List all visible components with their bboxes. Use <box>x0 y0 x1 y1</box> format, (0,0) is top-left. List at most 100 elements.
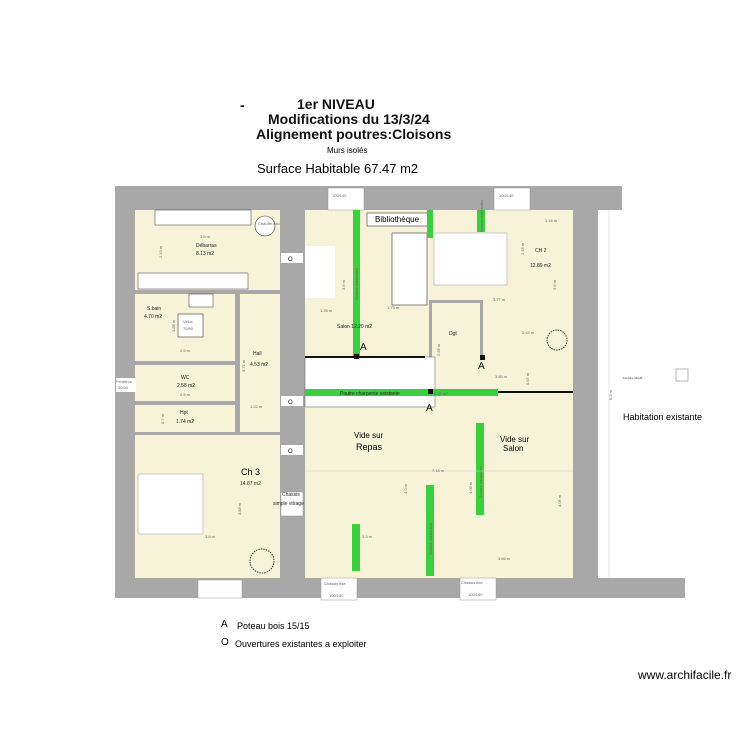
dgt-dim-h: 2.56 m <box>436 343 441 356</box>
post-2 <box>480 355 485 360</box>
vide-repas-line1: Vide sur <box>354 431 384 440</box>
bed-ch2 <box>433 232 508 286</box>
insulation-note: Murs isolés <box>327 146 368 155</box>
solive-1 <box>353 210 360 357</box>
legend-opening-symbol: O <box>221 637 229 648</box>
salon-dim-h: 3.6 m <box>341 279 346 290</box>
salon-dim-w1: 1.26 m <box>320 308 333 313</box>
sdb-dim-w: 2.5 m <box>180 348 191 353</box>
window-bottom-1[interactable] <box>320 577 358 601</box>
solive-3 <box>477 210 485 232</box>
partition-ch2-h <box>429 300 481 303</box>
habitation-existante: Habitation existante <box>623 412 702 422</box>
window-ch3-bottom[interactable] <box>197 579 243 599</box>
poutre-label: Poutre charpente existante <box>340 391 400 397</box>
opening-mark: O <box>288 400 293 406</box>
legend-post-text: Poteau bois 15/15 <box>237 621 310 631</box>
sofa <box>391 232 428 306</box>
solive-6 <box>352 524 360 571</box>
sdb-dim-h: 1.88 m <box>171 319 176 332</box>
velux-size: 70/90 <box>183 326 194 331</box>
chassis-line2: simple vitrage <box>273 501 304 507</box>
title-modifications: Modifications du 13/3/24 <box>268 111 430 127</box>
hall-name: Hall <box>253 351 262 357</box>
solive-2 <box>427 210 433 238</box>
dgt-area-mark: 6.67 m² <box>434 391 448 396</box>
floor-wc <box>135 365 235 401</box>
ch2-dim-w: 3.77 m <box>493 297 506 302</box>
ch3-dim-w: 3.8 m <box>205 534 216 539</box>
window-top-1-size: 100/140 <box>332 193 347 198</box>
fenestron-name: Fenêtron <box>116 379 132 384</box>
debarras-dim-w: 3.8 m <box>200 234 211 239</box>
plant-ch3 <box>249 548 275 574</box>
title-level: 1er NIVEAU <box>297 96 375 112</box>
window-top-2[interactable] <box>493 187 531 211</box>
sdb-name: S.bain <box>147 306 161 312</box>
hpt-dim-h: 0.7 m <box>160 413 165 424</box>
fenestron-size: 30/30 <box>118 385 129 390</box>
hall-area: 4.53 m2 <box>250 362 268 368</box>
opening-1[interactable] <box>281 253 303 263</box>
chassis-window[interactable] <box>280 491 304 517</box>
hpt-name: Hpt <box>180 410 188 416</box>
water-heater-label: Chauffe eau <box>258 221 280 226</box>
ch3-area: 14.87 m2 <box>240 481 261 487</box>
wc-dim-w: 2.5 m <box>180 392 191 397</box>
debarras-name: Débarras <box>196 243 217 249</box>
wall-ext-bottom-right <box>590 578 685 598</box>
window-top-1[interactable] <box>327 187 365 211</box>
debarras-area: 8.13 m2 <box>196 251 214 257</box>
dim-366: 3.66 m <box>498 556 511 561</box>
hall-dim-h: 3.71 m <box>241 359 246 372</box>
ch3-name: Ch 3 <box>241 467 260 477</box>
vide-repas-line2: Repas <box>356 442 383 452</box>
vide-salon-line1: Vide sur <box>500 435 530 444</box>
poutre <box>305 389 498 396</box>
post-1 <box>354 354 359 359</box>
window-bottom-2-size: 100/160 <box>468 592 483 597</box>
dim-h3: 4.06 m <box>557 494 562 507</box>
opening-2[interactable] <box>281 396 303 406</box>
debarras-dim-h: 2.13 m <box>158 245 163 258</box>
hpt-area: 1.74 m2 <box>176 419 194 425</box>
post-mark: A <box>478 361 485 372</box>
website-watermark: www.archifacile.fr <box>638 668 732 682</box>
desk <box>305 246 335 298</box>
dim-h1: 4.0 m <box>403 483 408 494</box>
dgt-dim-w2: 3.85 m <box>495 374 508 379</box>
wc-area: 2.58 m2 <box>177 383 195 389</box>
plant-ch2 <box>546 329 568 351</box>
salon-name: Salon 12.20 m2 <box>337 324 372 330</box>
staircase <box>304 356 436 408</box>
legend-opening-text: Ouvertures existantes a exploiter <box>235 639 367 649</box>
solive-5 <box>426 485 434 576</box>
chassis-line1: Chassis <box>282 492 300 498</box>
hall-dim-w: 1.22 m <box>250 404 263 409</box>
window-top-2-size: 100/140 <box>499 193 514 198</box>
cabinet-top <box>154 209 252 226</box>
partition-ch2-v <box>480 300 483 358</box>
dim-h2: 4.06 m <box>468 481 473 494</box>
opening-3[interactable] <box>281 445 303 455</box>
surface-total: Surface Habitable 67.47 m2 <box>257 161 419 176</box>
bed-ch3 <box>137 473 204 535</box>
water-heater <box>254 215 276 237</box>
solive-label: Solives existantes <box>478 466 483 498</box>
fenestron-box <box>116 378 136 392</box>
window-bottom-2[interactable] <box>459 577 497 601</box>
window-bottom-2-label: Chassis fixe <box>461 580 483 585</box>
solive-4 <box>476 423 484 515</box>
wall-ext-top-right <box>590 186 622 210</box>
window-bottom-1-label: Chassis fixe <box>324 581 346 586</box>
floor-hpt <box>135 405 235 432</box>
solive-label: Solives existantes <box>479 200 484 232</box>
title-dash: - <box>240 97 245 113</box>
dgt-dim-h2: 0.67 m <box>525 372 530 385</box>
post-mark: A <box>360 342 367 353</box>
vide-salon-line2: Salon <box>503 444 523 453</box>
salon-dim-w2: 1.75 m <box>387 305 400 310</box>
post-mark: A <box>426 403 433 414</box>
ch2-dim-h2: 3.6 m <box>552 279 557 290</box>
